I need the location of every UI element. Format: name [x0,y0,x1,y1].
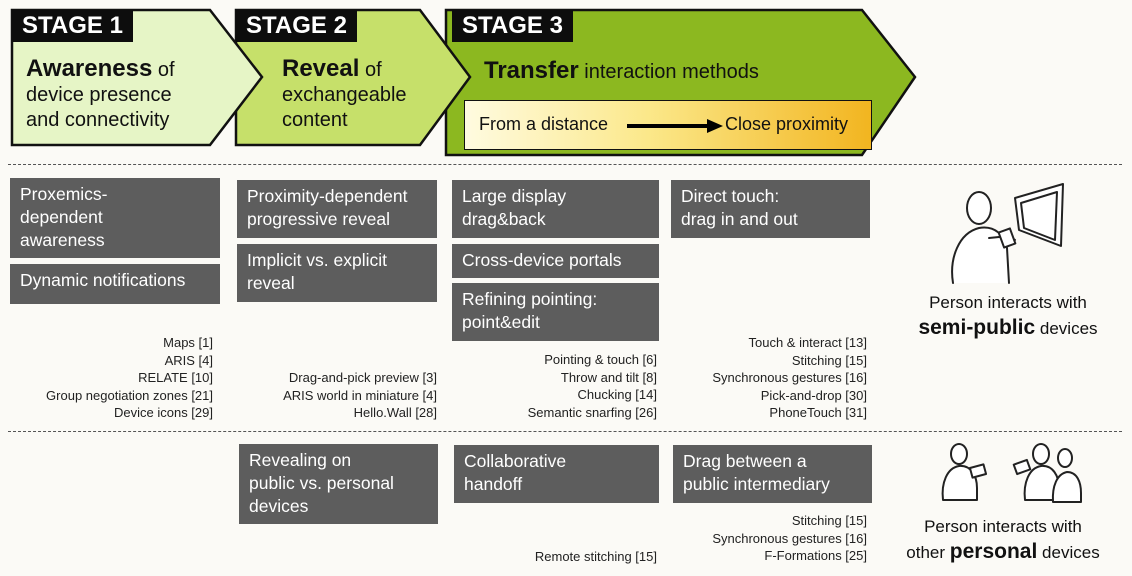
semi-public-caption: Person interacts with semi-public device… [918,293,1098,339]
personal-emphasis: personal [949,540,1038,563]
stage3b-refs: Touch & interact [13] Stitching [15] Syn… [712,335,867,421]
divider-top [8,164,1122,165]
stage3-tag: STAGE 3 [452,10,573,42]
stage2-refs: Drag-and-pick preview [3] ARIS world in … [283,370,437,421]
stage3a-personal-refs: Remote stitching [15] [534,549,657,564]
stage3b-personal-refs: Stitching [15] Synchronous gestures [16]… [712,513,867,564]
stage3a-refs: Pointing & touch [6] Throw and tilt [8] … [527,352,657,420]
two-persons-devices-icon [941,443,1082,503]
stage1-description: Awareness of device presence and connect… [26,55,175,131]
stage3b-box-direct-touch: Direct touch: drag in and out [671,180,870,238]
personal-caption: Person interacts with other personal dev… [906,517,1100,563]
distance-gradient-bar: From a distance Close proximity [464,100,872,150]
person-at-display-icon [951,183,1064,284]
stage3b-box-intermediary: Drag between a public intermediary [673,445,872,503]
stage1-arrow [10,8,264,147]
stage3-title: Transfer [484,57,579,84]
stage3a-box-portals: Cross-device portals [452,244,659,278]
arrow-right-icon [627,119,723,133]
divider-middle [8,431,1122,432]
stage2-title: Reveal [282,55,360,82]
stage1-title: Awareness [26,55,153,82]
stage2-box-progressive: Proximity-dependent progressive reveal [237,180,437,238]
stage3a-box-large-display: Large display drag&back [452,180,659,238]
stage3a-box-handoff: Collaborative handoff [454,445,659,503]
distance-to-label: Close proximity [725,114,849,134]
stage3a-box-pointing: Refining pointing: point&edit [452,283,659,341]
stage1-box-notifications: Dynamic notifications [10,264,220,304]
distance-from-label: From a distance [479,114,609,134]
semi-public-emphasis: semi-public [918,316,1036,339]
stage2-description: Reveal of exchangeable content [282,55,407,131]
stage1-box-proxemics: Proxemics- dependent awareness [10,178,220,258]
stage2-box-implicit: Implicit vs. explicit reveal [237,244,437,302]
stage1-refs: Maps [1] ARIS [4] RELATE [10] Group nego… [46,335,213,421]
stage1-tag: STAGE 1 [12,10,133,42]
stage3-description: Transfer interaction methods [484,57,759,84]
stage2-arrow [234,8,472,147]
stage2-tag: STAGE 2 [236,10,357,42]
stage2-box-revealing: Revealing on public vs. personal devices [239,444,438,524]
